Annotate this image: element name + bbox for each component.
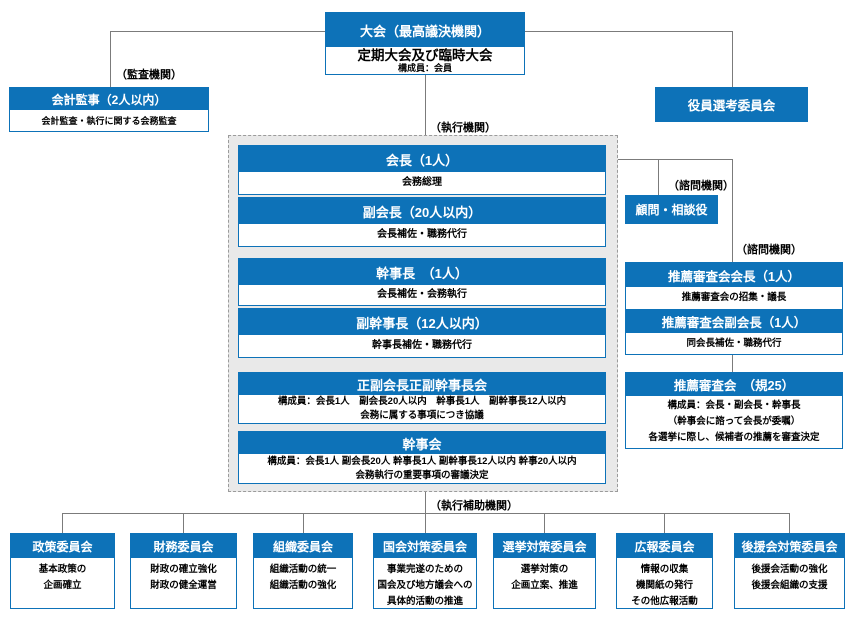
assembly-title: 大会（最高議決機関） — [326, 13, 524, 47]
officer-selection-box: 役員選考委員会 — [655, 87, 808, 122]
desc-line: 具体的活動の推進 — [386, 596, 463, 607]
secretary-general-desc: 会長補佐・会務執行 — [239, 285, 605, 305]
connector-line — [732, 31, 733, 87]
connector-line — [789, 513, 790, 533]
committee-title: 政策委員会 — [11, 534, 114, 558]
secretariat-council-title: 幹事会 — [239, 432, 605, 454]
recommendation-chairs-box: 推薦審査会会長（1人） 推薦審査会の招集・議長 推薦審査会副会長（1人） 同会長… — [625, 262, 843, 355]
desc-line: 事業完遂のための — [386, 564, 463, 575]
executive-org-label: （執行機関） — [430, 122, 496, 134]
secretariat-council-box: 幹事会 構成員：会長1人 副会長20人 幹事長1人 副幹事長12人以内 幹事20… — [238, 431, 606, 484]
president-desc: 会務総理 — [239, 172, 605, 194]
committee-box-diet-affairs: 国会対策委員会 事業完遂のための 国会及び地方議会への 具体的活動の推進 — [373, 533, 477, 609]
officers-council-box: 正副会長正副幹事長会 構成員：会長1人 副会長20人以内 幹事長1人 副幹事長1… — [238, 372, 606, 424]
deputy-secretary-box: 副幹事長（12人以内） 幹事長補佐・職務代行 — [238, 308, 606, 358]
assembly-members: 構成員：会員 — [397, 63, 452, 73]
committee-desc: 情報の収集 機関紙の発行 その他広報活動 — [617, 558, 712, 610]
connector-line — [664, 513, 665, 533]
desc-line: 組織活動の強化 — [269, 580, 337, 591]
recommendation-committee-role: 各選挙に際し、候補者の推薦を審査決定 — [648, 432, 820, 443]
committee-desc: 財政の確立強化 財政の健全運営 — [131, 558, 236, 594]
audit-org-label: （監査機関） — [116, 69, 182, 81]
committee-box-finance: 財務委員会 財政の確立強化 財政の健全運営 — [130, 533, 237, 609]
committee-desc: 選挙対策の 企画立案、推進 — [494, 558, 595, 594]
committee-desc: 基本政策の 企画確立 — [11, 558, 114, 594]
connector-line — [732, 159, 733, 262]
audit-box: 会計監事（2人以内） 会計監査・執行に関する会務監査 — [9, 87, 209, 132]
connector-line — [425, 492, 426, 513]
vice-president-title: 副会長（20人以内） — [239, 198, 605, 224]
assembly-box: 大会（最高議決機関） 定期大会及び臨時大会 構成員：会員 — [325, 12, 525, 75]
vice-president-box: 副会長（20人以内） 会長補佐・職務代行 — [238, 197, 606, 247]
deputy-secretary-title: 副幹事長（12人以内） — [239, 309, 605, 335]
connector-line — [606, 159, 733, 160]
desc-line: 機関紙の発行 — [635, 580, 693, 591]
desc-line: 企画立案、推進 — [511, 580, 578, 591]
deputy-secretary-desc: 幹事長補佐・職務代行 — [239, 335, 605, 357]
connector-line — [425, 75, 426, 145]
president-box: 会長（1人） 会務総理 — [238, 145, 606, 195]
officers-council-title: 正副会長正副幹事長会 — [239, 373, 605, 395]
secretariat-council-members: 構成員：会長1人 副会長20人 幹事長1人 副幹事長12人以内 幹事20人以内 — [267, 455, 577, 467]
audit-desc: 会計監査・執行に関する会務監査 — [10, 110, 208, 131]
advisors-org-label: （諮問機関） — [668, 180, 734, 192]
recommendation-committee-members: 構成員：会長・副会長・幹事長 — [667, 400, 801, 411]
connector-line — [544, 513, 545, 533]
connector-line — [110, 31, 325, 32]
desc-line: 後援会組織の支援 — [751, 580, 828, 591]
audit-title: 会計監事（2人以内） — [10, 88, 208, 110]
president-title: 会長（1人） — [239, 146, 605, 172]
secretary-general-title: 幹事長 （1人） — [239, 259, 605, 285]
committee-title: 広報委員会 — [617, 534, 712, 558]
connector-line — [183, 513, 184, 533]
recommendation-vice-chair-title: 推薦審査会副会長（1人） — [626, 309, 842, 333]
desc-line: 後援会活動の強化 — [751, 564, 828, 575]
desc-line: 財政の健全運営 — [150, 580, 217, 591]
committee-box-election: 選挙対策委員会 選挙対策の 企画立案、推進 — [493, 533, 596, 609]
recommendation-chair-desc: 推薦審査会の招集・議長 — [626, 287, 842, 309]
vice-president-desc: 会長補佐・職務代行 — [239, 224, 605, 246]
committee-title: 財務委員会 — [131, 534, 236, 558]
committee-desc: 事業完遂のための 国会及び地方議会への 具体的活動の推進 — [374, 558, 476, 610]
committee-box-organization: 組織委員会 組織活動の統一 組織活動の強化 — [253, 533, 353, 609]
committee-title: 国会対策委員会 — [374, 534, 476, 558]
connector-line — [425, 513, 426, 533]
desc-line: 国会及び地方議会への — [377, 580, 473, 591]
secretariat-council-role: 会務執行の重要事項の審議決定 — [355, 469, 489, 481]
connector-line — [525, 31, 732, 32]
recommendation-committee-title: 推薦審査会 （規25） — [626, 373, 842, 396]
recommendation-org-label: （諮問機関） — [736, 244, 802, 256]
committee-desc: 組織活動の統一 組織活動の強化 — [254, 558, 352, 594]
desc-line: 選挙対策の — [520, 564, 569, 575]
advisors-box: 顧問・相談役 — [625, 195, 718, 224]
recommendation-committee-appointment: （幹事会に諮って会長が委嘱） — [667, 416, 801, 427]
recommendation-vice-chair-desc: 同会長補佐・職務代行 — [626, 333, 842, 354]
connector-line — [732, 355, 733, 372]
assembly-body: 定期大会及び臨時大会 — [357, 48, 493, 63]
connector-line — [658, 159, 659, 196]
committees-org-label: （執行補助機関） — [430, 500, 518, 512]
desc-line: 財政の確立強化 — [150, 564, 217, 575]
officers-council-role: 会務に属する事項につき協議 — [360, 410, 484, 421]
committee-desc: 後援会活動の強化 後援会組織の支援 — [735, 558, 844, 594]
committee-title: 選挙対策委員会 — [494, 534, 595, 558]
desc-line: その他広報活動 — [631, 596, 698, 607]
desc-line: 情報の収集 — [640, 564, 689, 575]
officers-council-members: 構成員：会長1人 副会長20人以内 幹事長1人 副幹事長12人以内 — [277, 396, 567, 407]
connector-line — [110, 31, 111, 87]
committee-box-policy: 政策委員会 基本政策の 企画確立 — [10, 533, 115, 609]
desc-line: 企画確立 — [43, 580, 82, 591]
recommendation-committee-box: 推薦審査会 （規25） 構成員：会長・副会長・幹事長 （幹事会に諮って会長が委嘱… — [625, 372, 843, 449]
connector-line — [62, 513, 63, 533]
desc-line: 基本政策の — [38, 564, 87, 575]
recommendation-chair-title: 推薦審査会会長（1人） — [626, 263, 842, 287]
committee-box-public-relations: 広報委員会 情報の収集 機関紙の発行 その他広報活動 — [616, 533, 713, 609]
committee-title: 後援会対策委員会 — [735, 534, 844, 558]
connector-line — [303, 513, 304, 533]
desc-line: 組織活動の統一 — [269, 564, 337, 575]
committee-title: 組織委員会 — [254, 534, 352, 558]
secretary-general-box: 幹事長 （1人） 会長補佐・会務執行 — [238, 258, 606, 306]
committee-box-supporters: 後援会対策委員会 後援会活動の強化 後援会組織の支援 — [734, 533, 845, 609]
